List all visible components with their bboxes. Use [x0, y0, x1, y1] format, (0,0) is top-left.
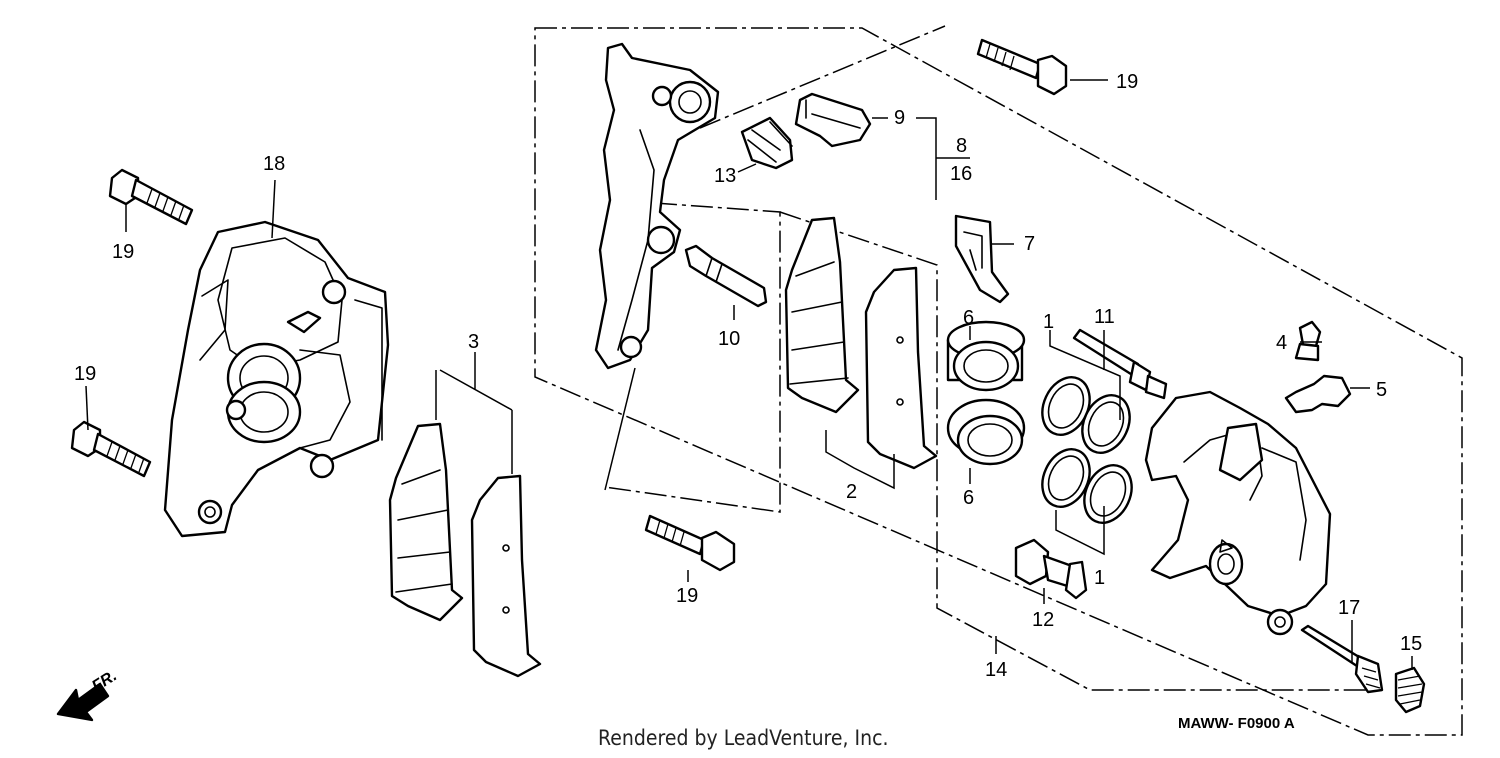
- callout-18: 18: [263, 153, 285, 175]
- bolt-top-right: [976, 38, 1068, 96]
- callout-19-top-right: 19: [1116, 71, 1138, 93]
- caliper-pistons: [946, 320, 1026, 466]
- callout-19-bottom-left: 19: [74, 363, 96, 385]
- callout-6-bottom: 6: [963, 487, 974, 509]
- bleed-cap: [1284, 374, 1352, 414]
- leader-lines: [85, 79, 1413, 670]
- right-caliper-body: [1144, 390, 1332, 636]
- callout-4: 4: [1276, 332, 1287, 354]
- callout-15: 15: [1400, 633, 1422, 655]
- group-outline-top-bolt: [699, 25, 946, 129]
- pad-retainer: [954, 214, 1010, 304]
- callout-12: 12: [1032, 609, 1054, 631]
- callout-16: 16: [950, 163, 972, 185]
- slide-pin-upper: [684, 244, 768, 308]
- group-outline-bracket-assembly: [534, 27, 1463, 736]
- callout-8: 8: [956, 135, 967, 157]
- brake-pads-middle: [784, 216, 938, 470]
- callout-1-bottom: 1: [1094, 567, 1105, 589]
- callout-19-top-left: 19: [112, 241, 134, 263]
- diagram-code: MAWW- F0900 A: [1178, 715, 1295, 732]
- callout-1-top: 1: [1043, 311, 1054, 333]
- callout-5: 5: [1376, 379, 1387, 401]
- callout-3: 3: [468, 331, 479, 353]
- callout-numbers: 18 19 19 3 19 10 2 13 9 8 16 7 19 6 6 1 …: [74, 71, 1422, 681]
- callout-6-top: 6: [963, 307, 974, 329]
- group-outline-pad-set-lower: [604, 202, 781, 513]
- callout-10: 10: [718, 328, 740, 350]
- caliper-pin: [1014, 538, 1088, 600]
- callout-17: 17: [1338, 597, 1360, 619]
- group-outline-caliper-assembly: [779, 211, 1370, 691]
- callout-9: 9: [894, 107, 905, 129]
- bolt-under-bracket: [644, 514, 736, 572]
- pad-spring-clip: [794, 92, 872, 148]
- pad-pin-bolt: [1072, 328, 1168, 400]
- callout-13: 13: [714, 165, 736, 187]
- callout-14: 14: [985, 659, 1007, 681]
- brake-pads-left: [388, 422, 542, 678]
- caliper-bracket: [594, 42, 720, 370]
- callout-19-bracket: 19: [676, 585, 698, 607]
- pin-plug: [740, 116, 794, 170]
- front-arrow-icon: [56, 682, 110, 722]
- spring: [1394, 666, 1426, 714]
- callout-2: 2: [846, 481, 857, 503]
- callout-11: 11: [1094, 306, 1115, 328]
- bolt-bottom-left: [70, 420, 152, 478]
- left-caliper-assembly: [163, 220, 390, 538]
- rendered-by-footer: Rendered by LeadVenture, Inc.: [598, 726, 889, 750]
- slide-pin-lower: [1300, 624, 1384, 694]
- bleed-screw: [1294, 320, 1322, 362]
- piston-seals: [1041, 376, 1133, 524]
- bolt-top-left: [108, 168, 194, 226]
- callout-7: 7: [1024, 233, 1035, 255]
- front-direction-indicator: FR.: [56, 667, 120, 722]
- assembly-group-outlines: [534, 25, 1463, 736]
